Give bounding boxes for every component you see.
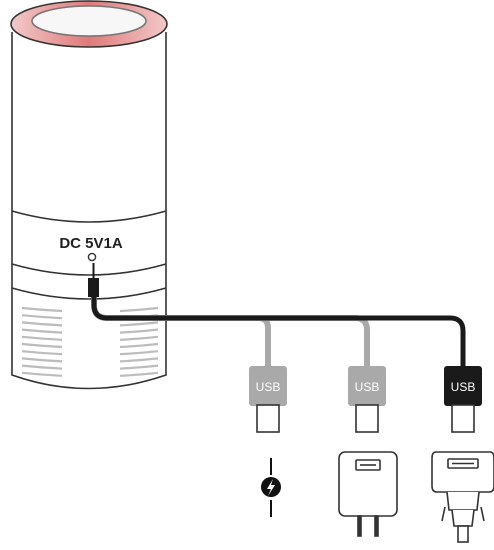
grille-slot [119,328,159,334]
grille-slot [119,350,159,356]
grille-slot [21,371,63,377]
band-line-middle [11,263,167,276]
usb-plug-tip [451,404,475,433]
air-purifier-device [10,0,168,390]
top-vent [31,5,147,37]
grille-slot [119,321,159,327]
usb-connector-1: USB [249,366,287,433]
grille-slot [21,328,63,334]
grille-slot [21,335,63,341]
grille-slot [21,321,63,327]
grille-slot [119,371,159,377]
intake-grille [21,306,159,377]
usb-label: USB [355,380,380,394]
grille-slot [21,357,63,363]
grille-slot [21,342,63,349]
grille-slot [21,350,63,356]
usb-plug-tip [355,404,379,433]
grille-slot [119,364,159,370]
usb-plug-tip [256,404,280,433]
grille-slot [21,314,63,320]
power-bank-icon [261,458,281,517]
usb-connector-3: USB [444,366,482,433]
car-charger-icon [431,451,494,543]
dc-plug [88,278,99,297]
grille-slot [21,364,63,370]
wall-adapter-icon [338,451,398,537]
grille-slot [119,357,159,363]
grille-slot [119,306,159,313]
usb-label: USB [256,380,281,394]
grille-slot [21,306,63,313]
port-label: DC 5V1A [59,235,123,252]
usb-label: USB [451,380,476,394]
grille-slot [119,335,159,341]
band-line-lower [11,287,167,300]
cable-to-usb-3 [91,288,466,370]
band-line-upper [11,210,167,223]
usb-connector-2: USB [348,366,386,433]
dc-port [87,252,97,262]
grille-slot [119,342,159,349]
